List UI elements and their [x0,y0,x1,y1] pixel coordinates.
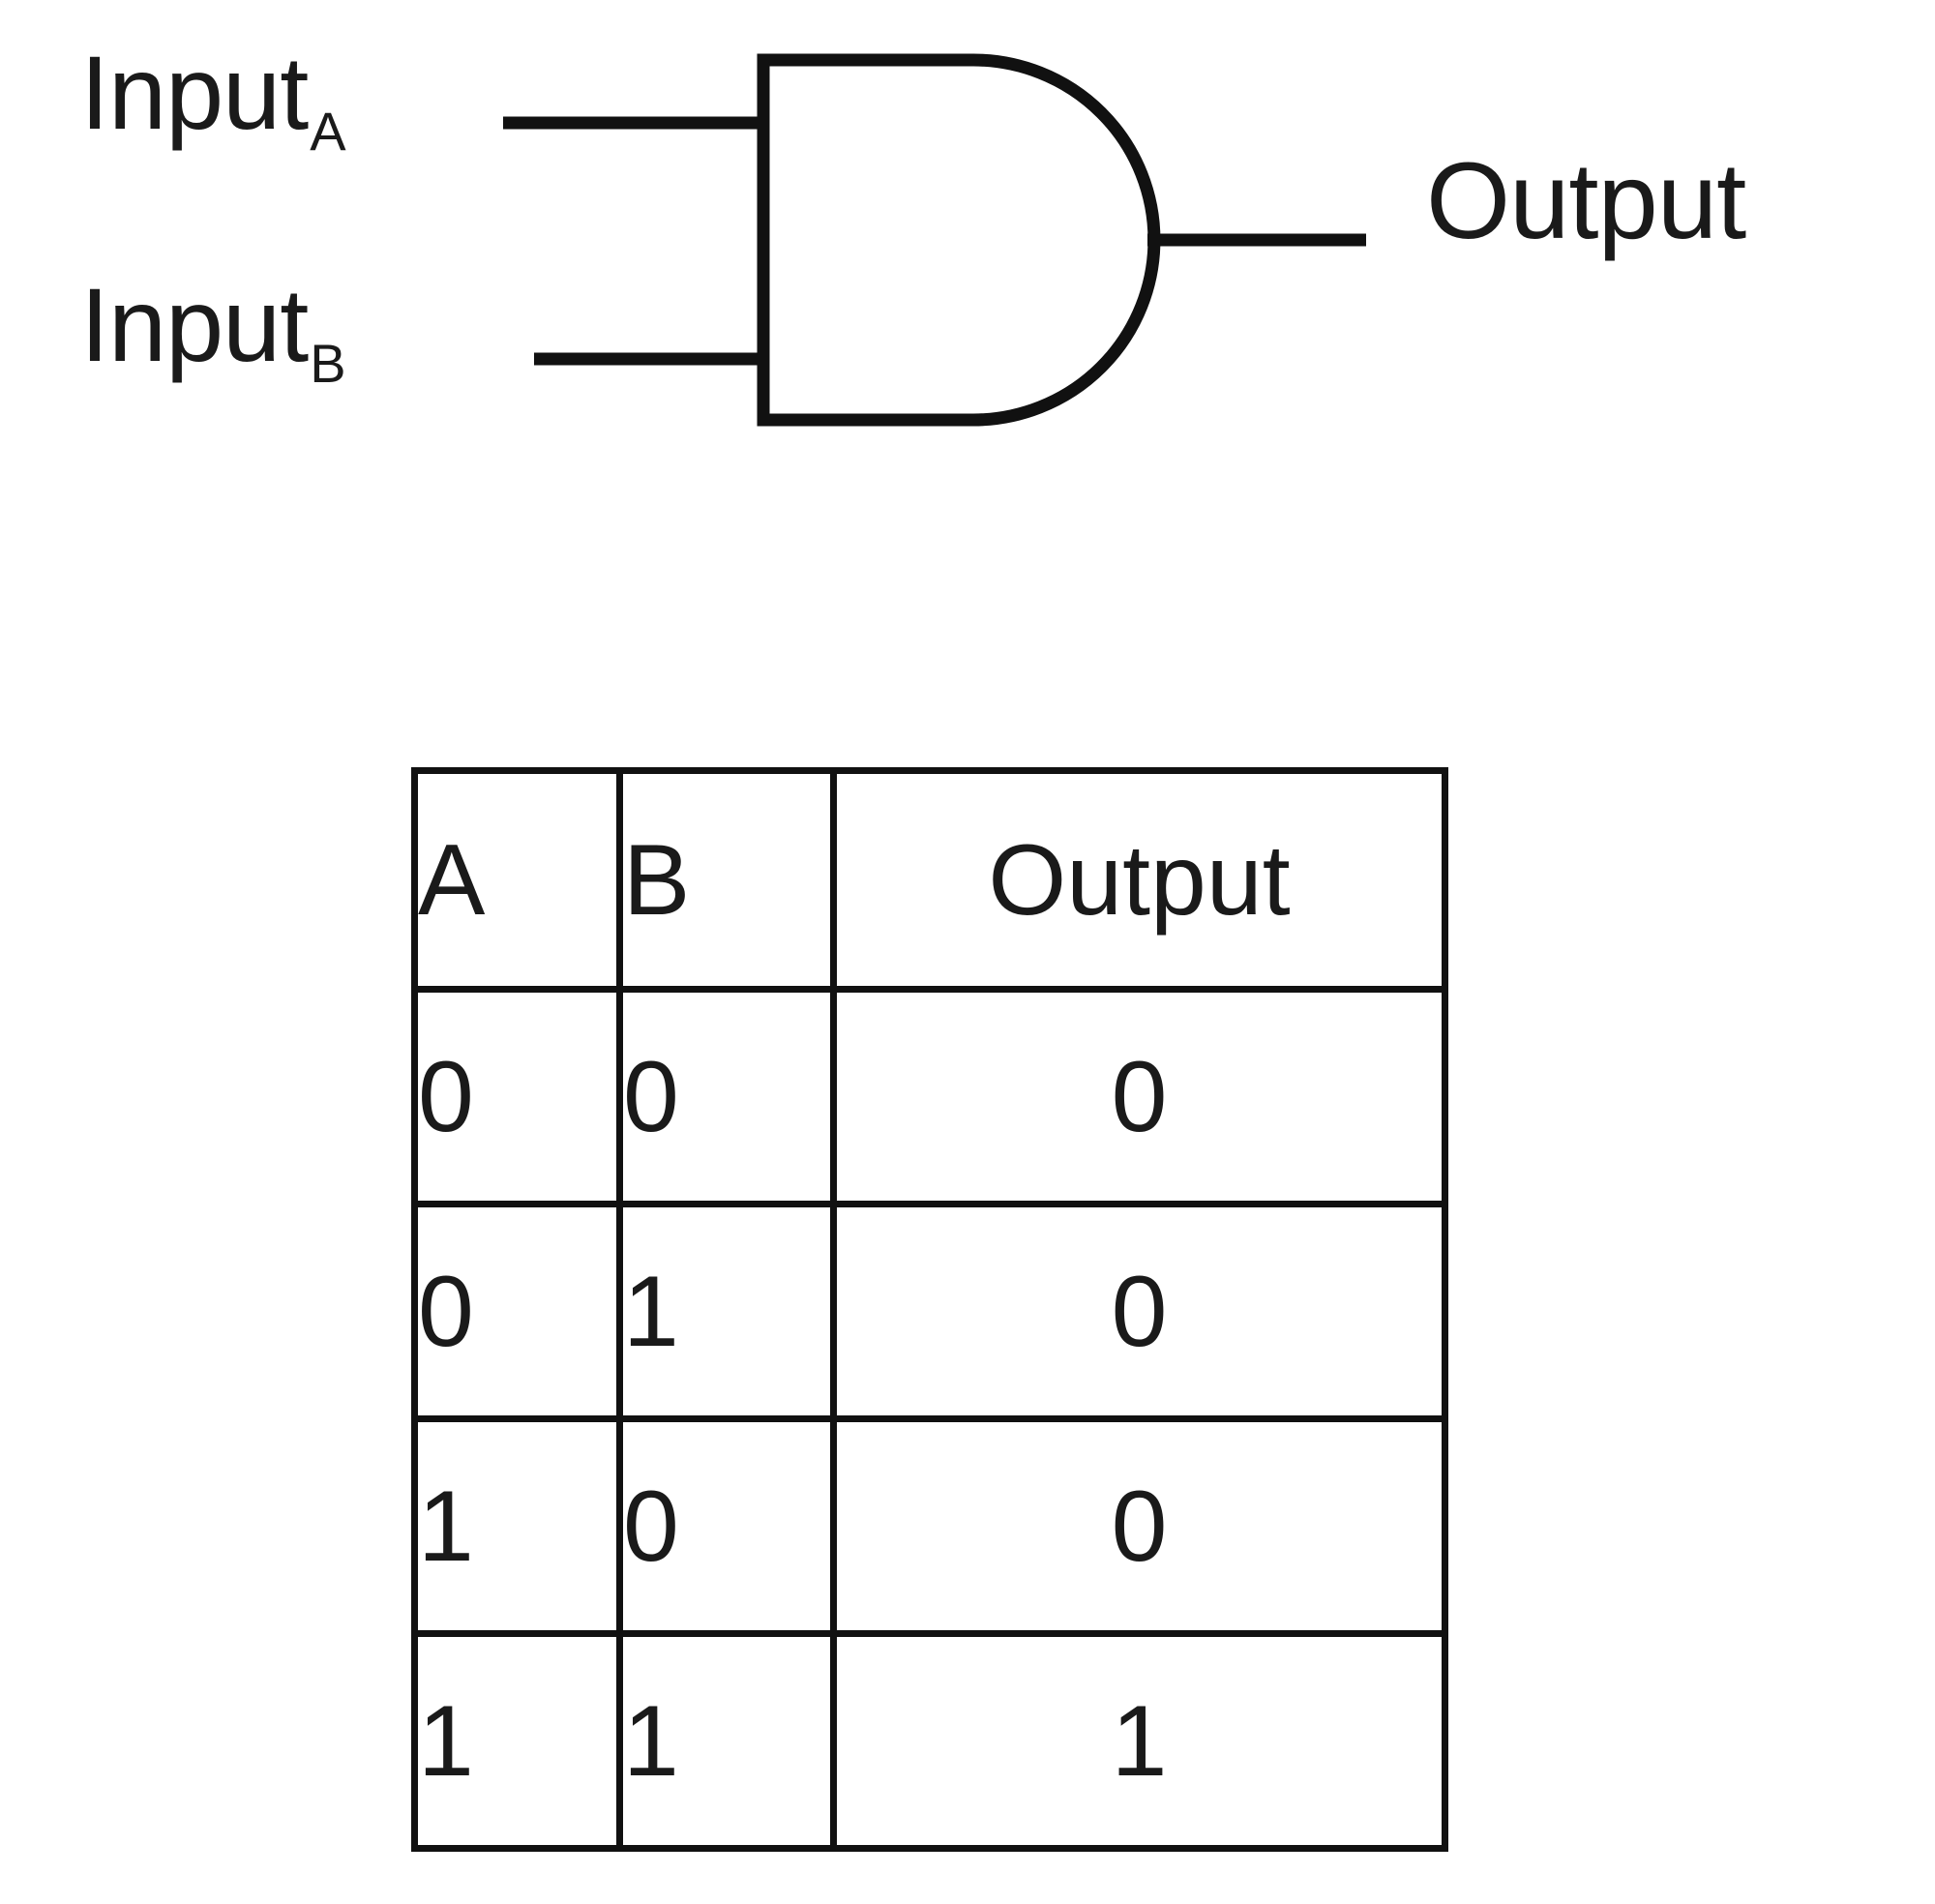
table-row: 0 0 0 [411,986,1448,1207]
input-b-label: InputB [80,273,346,391]
output-label-text: Output [1426,140,1746,261]
table-row: 1 1 1 [411,1630,1448,1852]
cell-b: 0 [616,1415,837,1637]
cell-output: 0 [830,986,1448,1207]
truth-table-container: A B Output 0 0 0 0 1 0 1 0 0 [411,767,1448,1852]
column-header-b: B [616,767,837,993]
input-b-label-base: Input [80,266,309,383]
table-row: 0 1 0 [411,1201,1448,1422]
cell-output: 1 [830,1630,1448,1852]
input-a-label-subscript: A [310,101,346,162]
table-row: 1 0 0 [411,1415,1448,1637]
cell-output: 0 [830,1415,1448,1637]
logic-gate-diagram: InputA InputB Output [0,0,1935,542]
and-gate-symbol [503,53,1366,427]
input-b-label-subscript: B [310,333,346,394]
input-a-label-base: Input [80,34,309,151]
and-gate-body [757,53,1161,427]
truth-table: A B Output 0 0 0 0 1 0 1 0 0 [411,767,1448,1852]
cell-a: 0 [411,1201,623,1422]
column-header-a: A [411,767,623,993]
output-label: Output [1426,147,1746,255]
cell-b: 0 [616,986,837,1207]
cell-b: 1 [616,1630,837,1852]
column-header-output: Output [830,767,1448,993]
input-a-label: InputA [80,41,346,159]
table-header-row: A B Output [411,767,1448,993]
cell-a: 1 [411,1630,623,1852]
cell-a: 1 [411,1415,623,1637]
cell-b: 1 [616,1201,837,1422]
cell-output: 0 [830,1201,1448,1422]
cell-a: 0 [411,986,623,1207]
